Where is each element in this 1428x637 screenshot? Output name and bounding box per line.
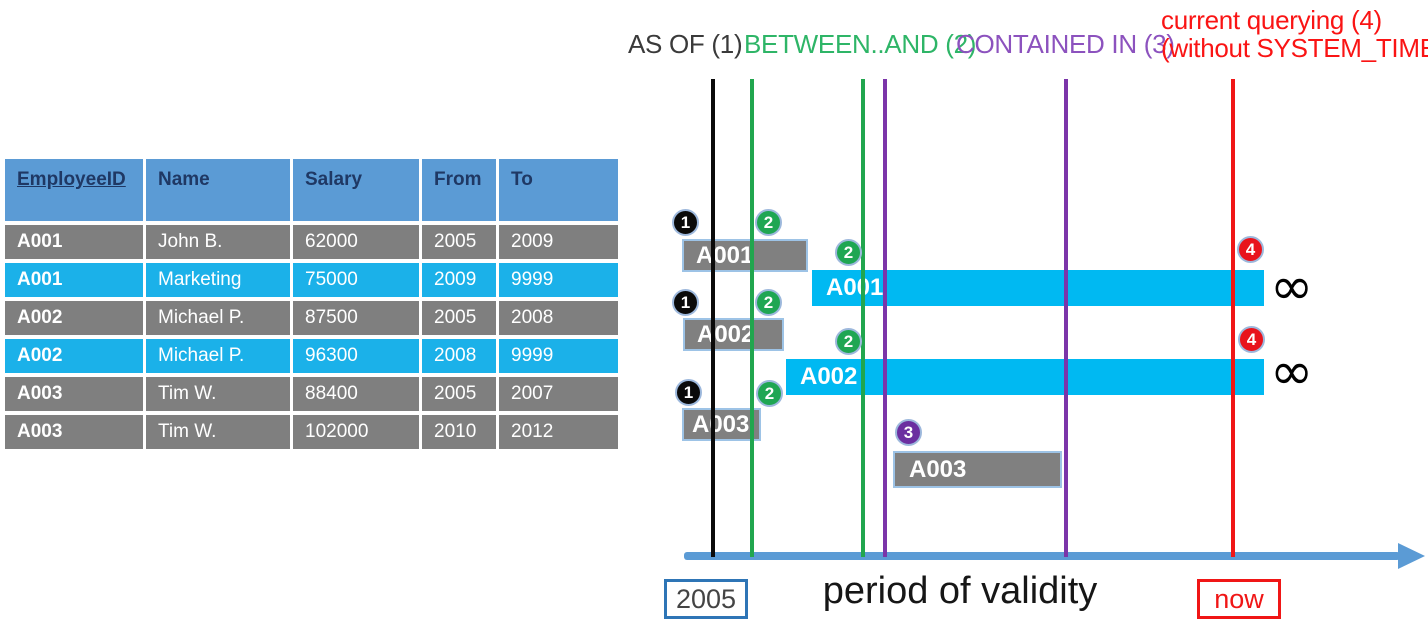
marker-2-badge: 2 — [755, 209, 782, 236]
legend-between-and: BETWEEN..AND (2) — [744, 29, 977, 59]
table-cell: 2010 — [422, 415, 496, 449]
table-cell: A001 — [5, 263, 143, 297]
table-cell: John B. — [146, 225, 290, 259]
table-row: A001 Marketing 75000 2009 9999 — [5, 263, 618, 297]
table-cell: A003 — [5, 415, 143, 449]
bar-label: A001 — [696, 241, 754, 269]
axis-start-year-box: 2005 — [664, 579, 748, 619]
contained-end-line — [1064, 79, 1068, 557]
contained-start-line — [883, 79, 887, 557]
column-header-from: From — [422, 159, 496, 221]
legend-current-querying-line1: current querying (4) — [1161, 5, 1382, 35]
marker-1-badge: 1 — [672, 209, 699, 236]
table-cell: 102000 — [293, 415, 419, 449]
validity-bar-a001-history: A001 — [682, 239, 808, 272]
table-cell: 9999 — [499, 263, 618, 297]
marker-2-badge: 2 — [755, 289, 782, 316]
table-cell: 2008 — [499, 301, 618, 335]
table-cell: 75000 — [293, 263, 419, 297]
marker-1-badge: 1 — [672, 289, 699, 316]
between-end-line — [861, 79, 865, 557]
marker-2-badge: 2 — [835, 239, 862, 266]
between-start-line — [750, 79, 754, 557]
table-cell: 87500 — [293, 301, 419, 335]
legend-as-of: AS OF (1) — [628, 29, 743, 59]
table-cell: Michael P. — [146, 301, 290, 335]
marker-2-badge: 2 — [835, 328, 862, 355]
bar-label: A001 — [826, 274, 884, 301]
marker-3-badge: 3 — [895, 419, 922, 446]
legend-current-querying-line2: (without SYSTEM_TIME) — [1161, 33, 1428, 63]
validity-bar-a003-history-1: A003 — [682, 408, 761, 441]
table-cell: 2005 — [422, 301, 496, 335]
table-cell: Michael P. — [146, 339, 290, 373]
table-cell: Marketing — [146, 263, 290, 297]
table-cell: 2012 — [499, 415, 618, 449]
table-row: A003 Tim W. 88400 2005 2007 — [5, 377, 618, 411]
table-cell: 2005 — [422, 377, 496, 411]
column-header-to: To — [499, 159, 618, 221]
table-cell: 2009 — [422, 263, 496, 297]
validity-bar-a003-history-2: A003 — [893, 451, 1062, 488]
table-cell: 2007 — [499, 377, 618, 411]
time-axis-line — [684, 552, 1400, 560]
table-cell: 2008 — [422, 339, 496, 373]
marker-4-badge: 4 — [1238, 326, 1265, 353]
bar-label: A003 — [692, 410, 750, 438]
marker-1-badge: 1 — [675, 379, 702, 406]
table-cell: 62000 — [293, 225, 419, 259]
bar-label: A002 — [697, 320, 755, 348]
table-cell: Tim W. — [146, 415, 290, 449]
table-cell: A002 — [5, 339, 143, 373]
table-cell: 2005 — [422, 225, 496, 259]
column-header-name: Name — [146, 159, 290, 221]
column-header-salary: Salary — [293, 159, 419, 221]
table-cell: 9999 — [499, 339, 618, 373]
table-row: A002 Michael P. 96300 2008 9999 — [5, 339, 618, 373]
as-of-line — [711, 79, 715, 557]
axis-title: period of validity — [822, 570, 1098, 612]
validity-bar-a002-history: A002 — [683, 318, 784, 351]
table-cell: A002 — [5, 301, 143, 335]
table-cell: 2009 — [499, 225, 618, 259]
table-row: A003 Tim W. 102000 2010 2012 — [5, 415, 618, 449]
marker-4-badge: 4 — [1237, 236, 1264, 263]
marker-2-badge: 2 — [756, 380, 783, 407]
infinity-icon: ∞ — [1270, 342, 1314, 402]
table-cell: Tim W. — [146, 377, 290, 411]
table-cell: 88400 — [293, 377, 419, 411]
validity-bar-a002-current: A002 — [786, 359, 1264, 395]
employee-table: EmployeeID Name Salary From To A001 John… — [2, 155, 621, 453]
legend-current-querying: current querying (4) (without SYSTEM_TIM… — [1161, 6, 1428, 62]
arrow-right-icon — [1398, 543, 1425, 569]
axis-now-box: now — [1197, 579, 1281, 619]
table-header-row: EmployeeID Name Salary From To — [5, 159, 618, 221]
validity-bar-a001-current: A001 — [812, 270, 1264, 306]
table-cell: A003 — [5, 377, 143, 411]
table-row: A001 John B. 62000 2005 2009 — [5, 225, 618, 259]
table-cell: 96300 — [293, 339, 419, 373]
bar-label: A002 — [800, 363, 858, 390]
legend-contained-in: CONTAINED IN (3) — [956, 29, 1175, 59]
table-row: A002 Michael P. 87500 2005 2008 — [5, 301, 618, 335]
now-line — [1231, 79, 1235, 557]
infinity-icon: ∞ — [1270, 257, 1314, 317]
column-header-employeeid: EmployeeID — [5, 159, 143, 221]
bar-label: A003 — [909, 455, 967, 483]
table-cell: A001 — [5, 225, 143, 259]
